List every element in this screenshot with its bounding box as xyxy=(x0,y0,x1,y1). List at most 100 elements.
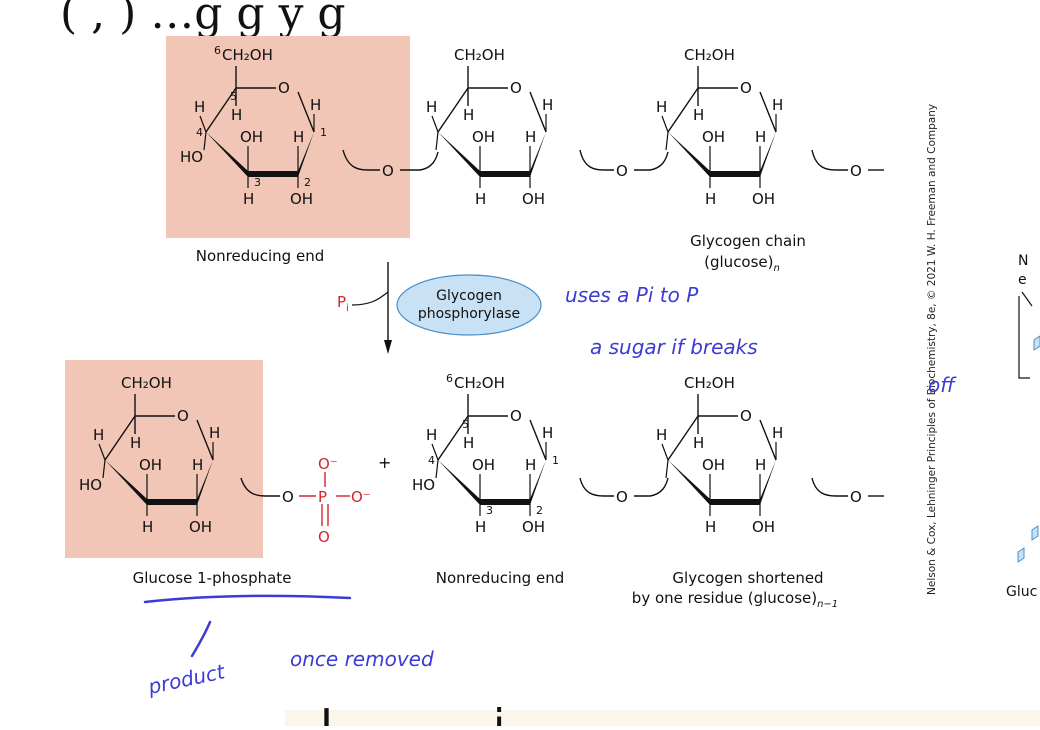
carbon-number-4: 4 xyxy=(196,126,203,139)
oh-label: OH xyxy=(472,456,495,474)
h-atom: H xyxy=(209,424,220,442)
caption-glycogen-chain-2: (glucose)n xyxy=(704,253,780,274)
ring-bond xyxy=(529,419,547,461)
h-atom: H xyxy=(130,434,141,452)
oh-label: OH xyxy=(139,456,162,474)
h-atom: H xyxy=(772,96,783,114)
wedge-bond xyxy=(438,132,480,177)
carbon-number-1: 1 xyxy=(320,126,327,139)
h-atom: H xyxy=(542,424,553,442)
bridge-o-3: O xyxy=(850,162,862,180)
phosphate-o-double: O xyxy=(318,528,330,546)
c4-bond xyxy=(435,459,439,479)
c4-bond xyxy=(431,115,439,133)
h-atom: H xyxy=(93,426,104,444)
ring-oxygen: O xyxy=(278,79,290,97)
wedge-bond xyxy=(760,460,776,505)
caption-glycogen-chain-1: Glycogen chain xyxy=(690,232,806,250)
ch2oh-label: CH₂OH xyxy=(222,46,273,64)
h-atom: H xyxy=(542,96,553,114)
wedge-bond xyxy=(298,132,314,177)
ho-label: HO xyxy=(79,476,102,494)
ring-bond xyxy=(437,87,469,133)
h-atom: H xyxy=(705,518,716,536)
h-atom: H xyxy=(475,190,486,208)
carbon-number-3: 3 xyxy=(486,504,493,517)
c4-bond xyxy=(203,131,207,151)
right-edge-text-3: Gluc xyxy=(1006,584,1037,600)
h-atom: H xyxy=(656,426,667,444)
phosphorus: P xyxy=(318,488,327,506)
ring-oxygen: O xyxy=(510,79,522,97)
carbon-number-5: 5 xyxy=(462,418,469,431)
ch2oh-label: CH₂OH xyxy=(454,46,505,64)
oh-label: OH xyxy=(290,190,313,208)
phosphate-o-minus-right: O⁻ xyxy=(351,488,371,506)
ch2oh-label: CH₂OH xyxy=(454,374,505,392)
wedge-bond xyxy=(197,460,213,505)
h-atom: H xyxy=(243,190,254,208)
h-atom: H xyxy=(192,456,203,474)
right-edge-hexagons xyxy=(1017,525,1039,563)
ring-bond xyxy=(437,415,469,461)
right-edge-text-1: N xyxy=(1018,253,1028,269)
figure-credit: Nelson & Cox, Lehninger Principles of Bi… xyxy=(926,104,938,595)
ring-oxygen: O xyxy=(510,407,522,425)
ring-bond xyxy=(759,91,777,133)
wedge-bond xyxy=(530,132,546,177)
carbon-number-6: 6 xyxy=(214,44,221,57)
wedge-bond xyxy=(438,460,480,505)
carbon-number-2: 2 xyxy=(536,504,543,517)
ho-label: HO xyxy=(180,148,203,166)
pi-reagent: Pi xyxy=(337,293,349,314)
oh-label: OH xyxy=(702,456,725,474)
underline-stroke xyxy=(143,594,352,604)
note-line-1: uses a Pi to P xyxy=(565,283,699,307)
wedge-bond xyxy=(668,460,710,505)
c4-bond xyxy=(199,115,207,133)
c4-bond xyxy=(661,443,669,461)
glycosidic-links-top xyxy=(342,149,884,171)
note-product: product xyxy=(145,659,228,699)
h-atom: H xyxy=(194,98,205,116)
bottom-strip xyxy=(285,710,1040,726)
phosphate-o-minus-top: O⁻ xyxy=(318,455,338,473)
c4-bond xyxy=(665,459,669,479)
h-atom: H xyxy=(693,106,704,124)
caption-shortened-1: Glycogen shortened xyxy=(672,569,823,587)
wedge-bond xyxy=(530,460,546,505)
oh-label: OH xyxy=(240,128,263,146)
bridge-o-2: O xyxy=(616,162,628,180)
caption-shortened-2: by one residue (glucose)n−1 xyxy=(632,589,838,610)
ring-bond xyxy=(759,419,777,461)
c4-bond xyxy=(435,131,439,151)
right-edge-hexagon-1 xyxy=(1033,335,1040,351)
ch2oh-label: CH₂OH xyxy=(684,374,735,392)
h-atom: H xyxy=(755,128,766,146)
ring-bond xyxy=(529,91,547,133)
carbon-number-5: 5 xyxy=(230,90,237,103)
wedge-bond xyxy=(760,132,776,177)
c4-bond xyxy=(665,131,669,151)
nonreducing-highlight-top xyxy=(166,36,410,238)
h-atom: H xyxy=(142,518,153,536)
oh-label: OH xyxy=(752,190,775,208)
enzyme-label-line1: Glycogen xyxy=(436,288,502,304)
enzyme-ellipse xyxy=(396,274,542,336)
carbon-number-1: 1 xyxy=(552,454,559,467)
h-atom: H xyxy=(463,434,474,452)
h-atom: H xyxy=(525,456,536,474)
reaction-arrow xyxy=(351,262,392,354)
plus-sign: + xyxy=(378,453,391,472)
bridge-o-1: O xyxy=(382,162,394,180)
oh-label: OH xyxy=(522,190,545,208)
enzyme-label-line2: phosphorylase xyxy=(418,306,520,322)
glucose1p-highlight xyxy=(65,360,263,558)
h-atom: H xyxy=(475,518,486,536)
h-atom: H xyxy=(231,106,242,124)
bottom-partial-text: I… … …i… … … … … … xyxy=(320,700,839,726)
c4-bond xyxy=(98,443,106,461)
oh-label: OH xyxy=(189,518,212,536)
h-atom: H xyxy=(463,106,474,124)
